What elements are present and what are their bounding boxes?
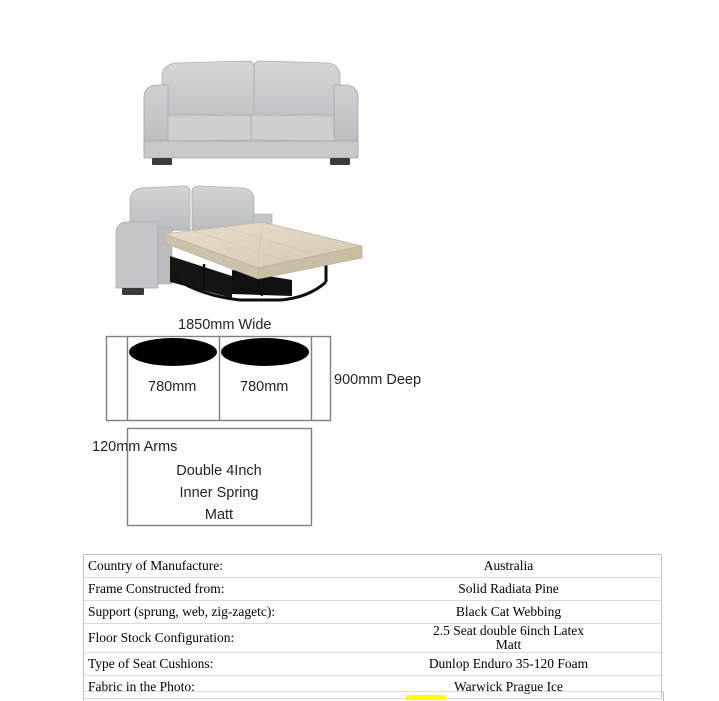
sofa-closed-photo [132, 52, 370, 170]
spec-value: Warwick Prague Ice [420, 675, 662, 700]
yellow-highlight [406, 695, 446, 700]
table-row: Support (sprung, web, zig-zagetc): Black… [83, 600, 662, 624]
table-row: Type of Seat Cushions: Dunlop Enduro 35-… [83, 652, 662, 677]
spec-label: Floor Stock Configuration: [83, 622, 420, 654]
table-row: Floor Stock Configuration: 2.5 Seat doub… [83, 622, 662, 654]
dimension-diagram-svg: 1850mm Wide 780mm 780mm 900mm Deep 120mm… [92, 317, 421, 527]
specification-table-body: Country of Manufacture: Australia Frame … [83, 554, 662, 700]
spec-value: 2.5 Seat double 6inch Latex Matt [420, 622, 662, 654]
table-row-clipped [83, 691, 664, 701]
mattress-line-1: Double 4Inch [176, 463, 261, 479]
sofa-bed-open-illustration [115, 185, 363, 302]
specification-table: Country of Manufacture: Australia Frame … [83, 554, 662, 700]
spec-label: Fabric in the Photo: [83, 675, 420, 700]
sofa-bed-open-photo [112, 178, 370, 308]
table-row: Fabric in the Photo: Warwick Prague Ice [83, 675, 662, 700]
seat-right-width-label: 780mm [240, 379, 288, 395]
spec-label: Type of Seat Cushions: [83, 652, 420, 677]
mattress-line-2: Inner Spring [180, 485, 259, 501]
arms-label: 120mm Arms [92, 439, 177, 455]
spec-label: Country of Manufacture: [83, 554, 420, 578]
width-label: 1850mm Wide [178, 317, 271, 333]
spec-value: Solid Radiata Pine [420, 577, 662, 601]
sofa-closed-illustration [143, 60, 359, 165]
spec-label: Support (sprung, web, zig-zagetc): [83, 600, 420, 624]
table-row: Frame Constructed from: Solid Radiata Pi… [83, 577, 662, 601]
dimension-diagram: 1850mm Wide 780mm 780mm 900mm Deep 120mm… [0, 312, 719, 542]
depth-label: 900mm Deep [334, 372, 421, 388]
spec-value: Australia [420, 554, 662, 578]
spec-value: Dunlop Enduro 35-120 Foam [420, 652, 662, 677]
seat-cushion-ellipse-right [221, 338, 309, 366]
mattress-line-3: Matt [205, 507, 233, 523]
spec-label: Frame Constructed from: [83, 577, 420, 601]
spec-value: Black Cat Webbing [420, 600, 662, 624]
table-row: Country of Manufacture: Australia [83, 554, 662, 578]
seat-left-width-label: 780mm [148, 379, 196, 395]
seat-cushion-ellipse-left [129, 338, 217, 366]
